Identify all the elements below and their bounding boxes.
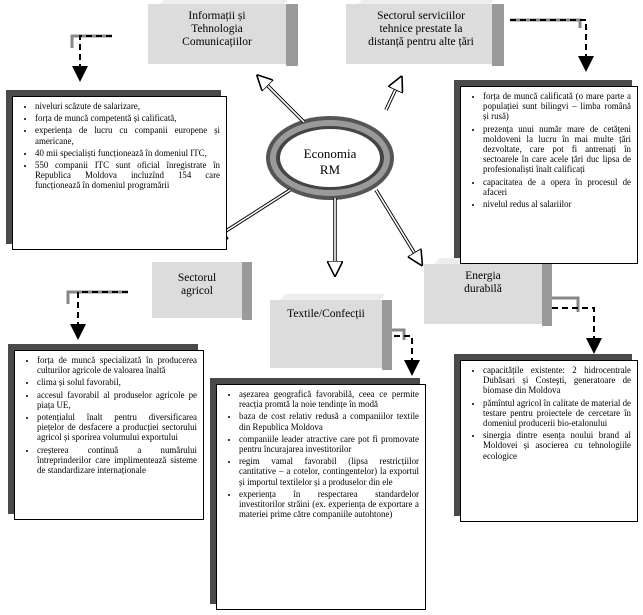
- arrow-to-services: [384, 80, 400, 111]
- list-item: regim vamal favorabil (lipsa restricțiil…: [239, 456, 419, 487]
- panel-agri-list: forța de muncă specializată în producere…: [15, 351, 203, 475]
- node-it-label: Informații și Tehnologia Comunicațiilor: [182, 10, 252, 48]
- arrow-to-it: [260, 78, 306, 124]
- panel-services-list: forța de muncă calificată (o mare parte …: [461, 87, 637, 209]
- node-agri: Sectorul agricol: [152, 262, 252, 322]
- node-agri-label: Sectorul agricol: [177, 272, 217, 297]
- list-item: potențialul înalt pentru diversificarea …: [37, 412, 197, 443]
- node-services-label: Sectorul serviciilor tehnice prestate la…: [368, 10, 474, 48]
- node-it: Informații și Tehnologia Comunicațiilor: [148, 0, 300, 68]
- list-item: companiile leader atractive care pot fi …: [239, 434, 419, 454]
- leader-services: [510, 18, 594, 72]
- node-energy-label: Energia durabilă: [464, 270, 502, 295]
- list-item: forța de muncă specializată în producere…: [37, 355, 197, 375]
- list-item: experiența în respectarea standardelor i…: [239, 489, 419, 520]
- list-item: 40 mii specialiști funcționează în domen…: [35, 148, 220, 158]
- arrow-to-energy: [374, 189, 420, 262]
- list-item: prezența unui număr mare de cetățeni mol…: [483, 124, 631, 175]
- leader-it: [70, 34, 112, 82]
- panel-agri: forța de muncă specializată în producere…: [8, 344, 204, 520]
- list-item: nivelul redus al salariilor: [483, 199, 631, 209]
- node-textile: Textile/Confecții: [270, 294, 394, 372]
- panel-energy-list: capacitățile existente: 2 hidrocentrale …: [461, 361, 637, 461]
- panel-it-list: niveluri scăzute de salarizare, forța de…: [13, 97, 226, 191]
- leader-energy: [552, 296, 602, 354]
- list-item: capacitățile existente: 2 hidrocentrale …: [483, 365, 631, 396]
- center-label: Economia RM: [303, 146, 357, 177]
- panel-textile-list: așezarea geografică favorabilă, ceea ce …: [217, 385, 425, 519]
- list-item: creșterea continuă a numărului întreprin…: [37, 445, 197, 476]
- list-item: 550 companii ITC sunt oficial înregistra…: [35, 160, 220, 191]
- list-item: forța de muncă calificată (o mare parte …: [483, 91, 631, 122]
- list-item: capacitatea de a opera în procesul de af…: [483, 177, 631, 197]
- node-services: Sectorul serviciilor tehnice prestate la…: [346, 0, 506, 68]
- list-item: forța de muncă competentă și calificată,: [35, 113, 220, 123]
- leader-agri: [66, 290, 128, 340]
- list-item: niveluri scăzute de salarizare,: [35, 101, 220, 111]
- list-item: experiența de lucru cu companii europene…: [35, 125, 220, 145]
- list-item: accesul favorabil al produselor agricole…: [37, 390, 197, 410]
- list-item: pămîntul agricol în calitate de material…: [483, 398, 631, 429]
- list-item: așezarea geografică favorabilă, ceea ce …: [239, 389, 419, 409]
- leader-textile: [386, 328, 420, 376]
- center-ring: [266, 116, 394, 200]
- panel-energy: capacitățile existente: 2 hidrocentrale …: [454, 354, 638, 522]
- list-item: clima și solul favorabil,: [37, 377, 197, 387]
- list-item: baza de cost relativ redusă a companiilo…: [239, 411, 419, 431]
- node-energy: Energia durabilă: [424, 258, 554, 328]
- panel-services: forța de muncă calificată (o mare parte …: [454, 80, 638, 264]
- panel-textile: așezarea geografică favorabilă, ceea ce …: [210, 378, 426, 610]
- node-textile-label: Textile/Confecții: [287, 308, 365, 320]
- list-item: sinergia dintre esența noului brand al M…: [483, 430, 631, 461]
- panel-it: niveluri scăzute de salarizare, forța de…: [6, 90, 227, 250]
- arrow-to-agri: [215, 188, 291, 238]
